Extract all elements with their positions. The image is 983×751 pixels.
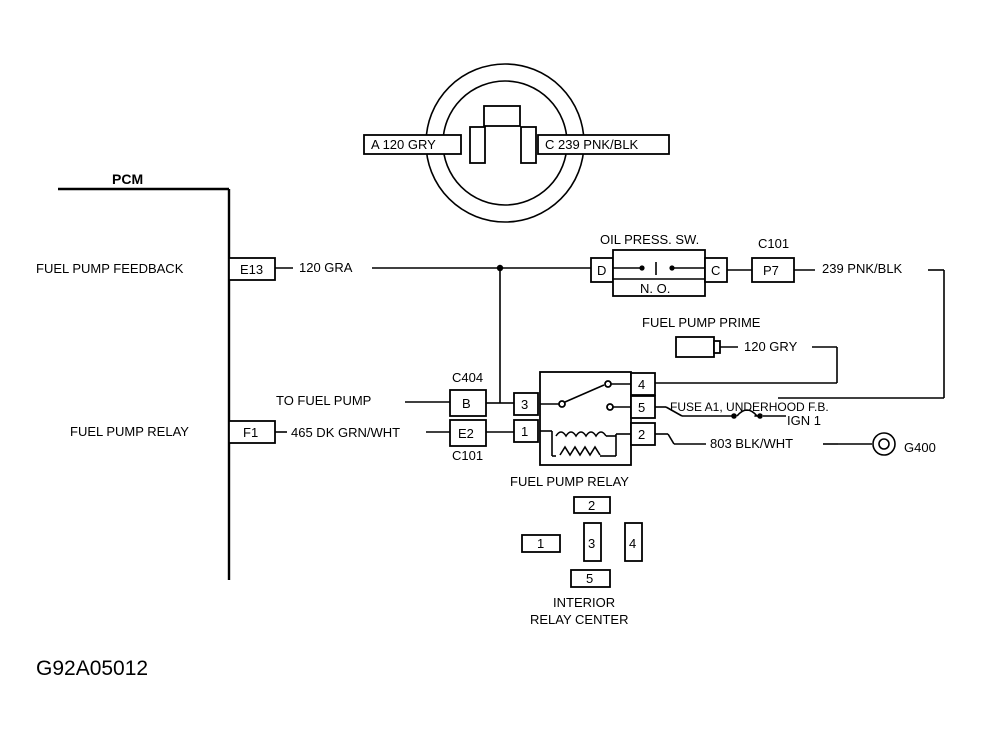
oil-switch-pin-d: D bbox=[597, 263, 606, 278]
c404-label: C404 bbox=[452, 370, 483, 385]
rc-pin-3: 3 bbox=[588, 536, 595, 551]
ground-circuit: 803 BLK/WHT G400 bbox=[655, 432, 936, 456]
rc-pin-2: 2 bbox=[588, 498, 595, 513]
ground-label: G400 bbox=[904, 440, 936, 455]
fuse-label: FUSE A1, UNDERHOOD F.B. bbox=[670, 400, 829, 414]
fuse-feed: FUSE A1, UNDERHOOD F.B. IGN 1 bbox=[655, 400, 829, 428]
oil-switch-pin-c: C bbox=[711, 263, 720, 278]
ignition-feed-circuit: C101 P7 239 PNK/BLK bbox=[727, 236, 945, 399]
pcm-block: PCM FUEL PUMP FEEDBACK FUEL PUMP RELAY E… bbox=[36, 171, 276, 580]
pin-f1-label: F1 bbox=[243, 425, 258, 440]
pcm-pin-e13 bbox=[228, 257, 276, 281]
e2-label: E2 bbox=[458, 426, 474, 441]
pin-c-label: C 239 PNK/BLK bbox=[545, 137, 639, 152]
to-fuel-pump-label: TO FUEL PUMP bbox=[276, 393, 371, 408]
connector-pin-c bbox=[520, 126, 537, 164]
relay-pin-1: 1 bbox=[521, 424, 528, 439]
feedback-circuit: 120 GRA bbox=[275, 260, 591, 404]
rc-pin-4: 4 bbox=[629, 536, 636, 551]
relay-pin-3: 3 bbox=[521, 397, 528, 412]
relay-title: FUEL PUMP RELAY bbox=[510, 474, 629, 489]
relay-pin-5: 5 bbox=[638, 400, 645, 415]
fuel-pump-prime-label: FUEL PUMP PRIME bbox=[642, 315, 761, 330]
connector-pin-a bbox=[469, 126, 486, 164]
fuel-pump-prime-circuit: FUEL PUMP PRIME 120 GRY bbox=[642, 315, 838, 384]
oil-switch-connector-view: A 120 GRY C 239 PNK/BLK bbox=[363, 63, 670, 223]
relay-center-title-1: INTERIOR bbox=[553, 595, 615, 610]
wire-803-label: 803 BLK/WHT bbox=[710, 436, 793, 451]
wire-239-label: 239 PNK/BLK bbox=[822, 261, 903, 276]
prime-connector bbox=[675, 336, 715, 358]
oil-switch-title: OIL PRESS. SW. bbox=[600, 232, 699, 247]
connector-key bbox=[483, 105, 521, 127]
oil-switch-state: N. O. bbox=[640, 281, 670, 296]
fuel-pump-feedback-label: FUEL PUMP FEEDBACK bbox=[36, 261, 184, 276]
relay-input-connectors: TO FUEL PUMP C404 B 465 DK GRN/WHT E2 C1… bbox=[275, 370, 514, 463]
b-label: B bbox=[462, 396, 471, 411]
rc-pin-5: 5 bbox=[586, 571, 593, 586]
figure-id: G92A05012 bbox=[36, 657, 148, 680]
c101-top-label: C101 bbox=[758, 236, 789, 251]
c101-bottom-label: C101 bbox=[452, 448, 483, 463]
pin-a-label: A 120 GRY bbox=[371, 137, 436, 152]
fuel-pump-relay-label: FUEL PUMP RELAY bbox=[70, 424, 189, 439]
p7-label: P7 bbox=[763, 263, 779, 278]
relay-pin-2: 2 bbox=[638, 427, 645, 442]
wire-120-gry-label: 120 GRY bbox=[744, 339, 798, 354]
wire-465-label: 465 DK GRN/WHT bbox=[291, 425, 400, 440]
relay-body bbox=[539, 371, 632, 466]
ign-label: IGN 1 bbox=[787, 413, 821, 428]
relay-pin-4: 4 bbox=[638, 377, 645, 392]
pcm-title: PCM bbox=[112, 171, 143, 187]
pin-e13-label: E13 bbox=[240, 262, 263, 277]
fuel-pump-relay: 3 1 4 5 2 FUEL PUMP RELAY bbox=[510, 371, 656, 489]
ground-ring-terminal bbox=[872, 432, 896, 456]
relay-center-title-2: RELAY CENTER bbox=[530, 612, 629, 627]
interior-relay-center: 2 1 3 4 5 INTERIOR RELAY CENTER bbox=[521, 496, 643, 627]
wire-120-gra-label: 120 GRA bbox=[299, 260, 353, 275]
oil-pressure-switch: OIL PRESS. SW. D N. O. C bbox=[590, 232, 728, 297]
connector-e2 bbox=[449, 419, 487, 447]
rc-pin-1: 1 bbox=[537, 536, 544, 551]
